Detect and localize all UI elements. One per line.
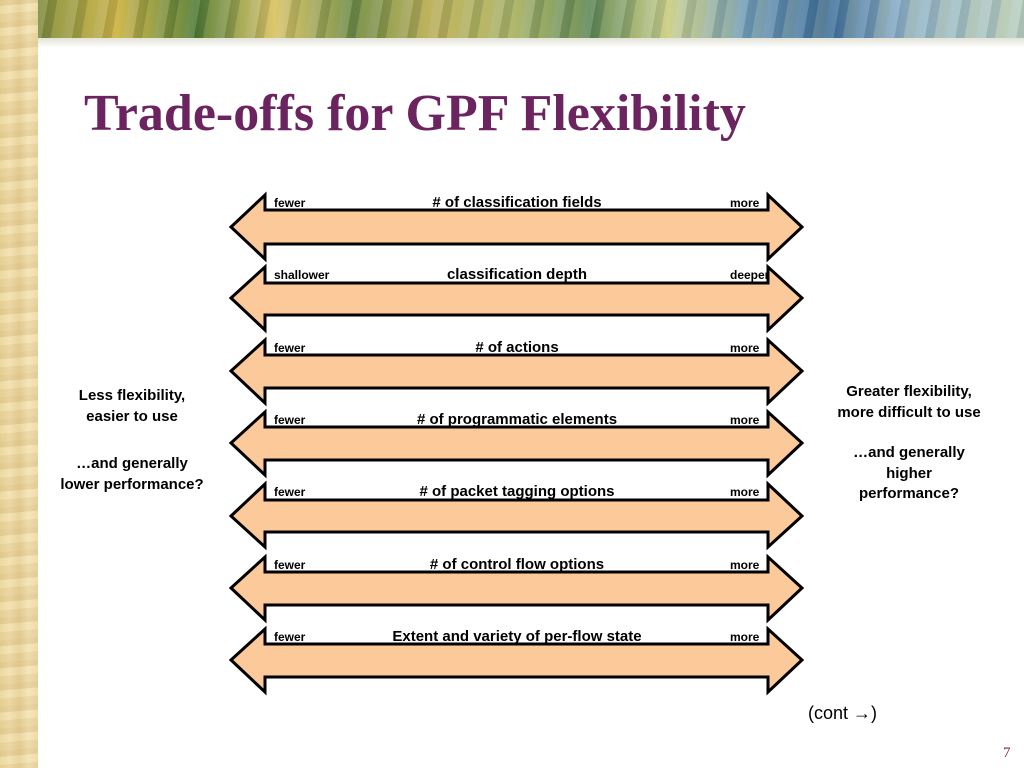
row-left-end-label: fewer — [274, 341, 306, 355]
row-right-end-label: more — [730, 341, 760, 355]
row-right-end-label: more — [730, 196, 760, 210]
row-label-per-flow-state: Extent and variety of per-flow state — [392, 628, 642, 645]
row-left-end-label: shallower — [274, 268, 330, 282]
right-side-secondary: …and generally higher performance? — [853, 444, 965, 502]
top-decorative-banner — [38, 0, 1024, 38]
row-label-classification-depth: classification depth — [446, 266, 588, 283]
double-arrow-7 — [228, 625, 805, 696]
row-right-end-label: more — [730, 485, 760, 499]
continuation-note: (cont →) — [808, 703, 878, 723]
right-side-notes: Greater flexibility, more difficult to u… — [834, 382, 984, 505]
double-arrow-3 — [228, 336, 805, 407]
row-label-actions: # of actions — [475, 339, 559, 356]
row-left-end-label: fewer — [274, 558, 306, 572]
row-left-end-label: fewer — [274, 196, 306, 210]
double-arrow-2 — [228, 263, 805, 334]
left-side-secondary: …and generally lower performance? — [60, 455, 204, 493]
row-label-classification-fields: # of classification fields — [432, 194, 602, 211]
row-left-end-label: fewer — [274, 485, 306, 499]
row-right-end-label: deeper — [730, 268, 770, 282]
right-side-primary: Greater flexibility, more difficult to u… — [837, 383, 981, 421]
page-number: 7 — [1003, 745, 1011, 761]
left-side-notes: Less flexibility, easier to use …and gen… — [57, 386, 207, 495]
row-label-programmatic-elements: # of programmatic elements — [416, 411, 618, 428]
row-label-control-flow-options: # of control flow options — [429, 556, 605, 573]
double-arrow-1 — [228, 191, 805, 263]
banner-shadow — [38, 38, 1024, 48]
row-left-end-label: fewer — [274, 630, 306, 644]
slide-title: Trade-offs for GPF Flexibility — [84, 85, 746, 142]
row-right-end-label: more — [730, 630, 760, 644]
double-arrow-6 — [228, 553, 805, 624]
row-label-packet-tagging-options: # of packet tagging options — [419, 483, 615, 500]
double-arrow-4 — [228, 408, 805, 479]
row-left-end-label: fewer — [274, 413, 306, 427]
row-right-end-label: more — [730, 413, 760, 427]
row-right-end-label: more — [730, 558, 760, 572]
left-decorative-strip — [0, 0, 38, 768]
left-side-primary: Less flexibility, easier to use — [78, 387, 186, 425]
double-arrow-5 — [228, 480, 805, 551]
